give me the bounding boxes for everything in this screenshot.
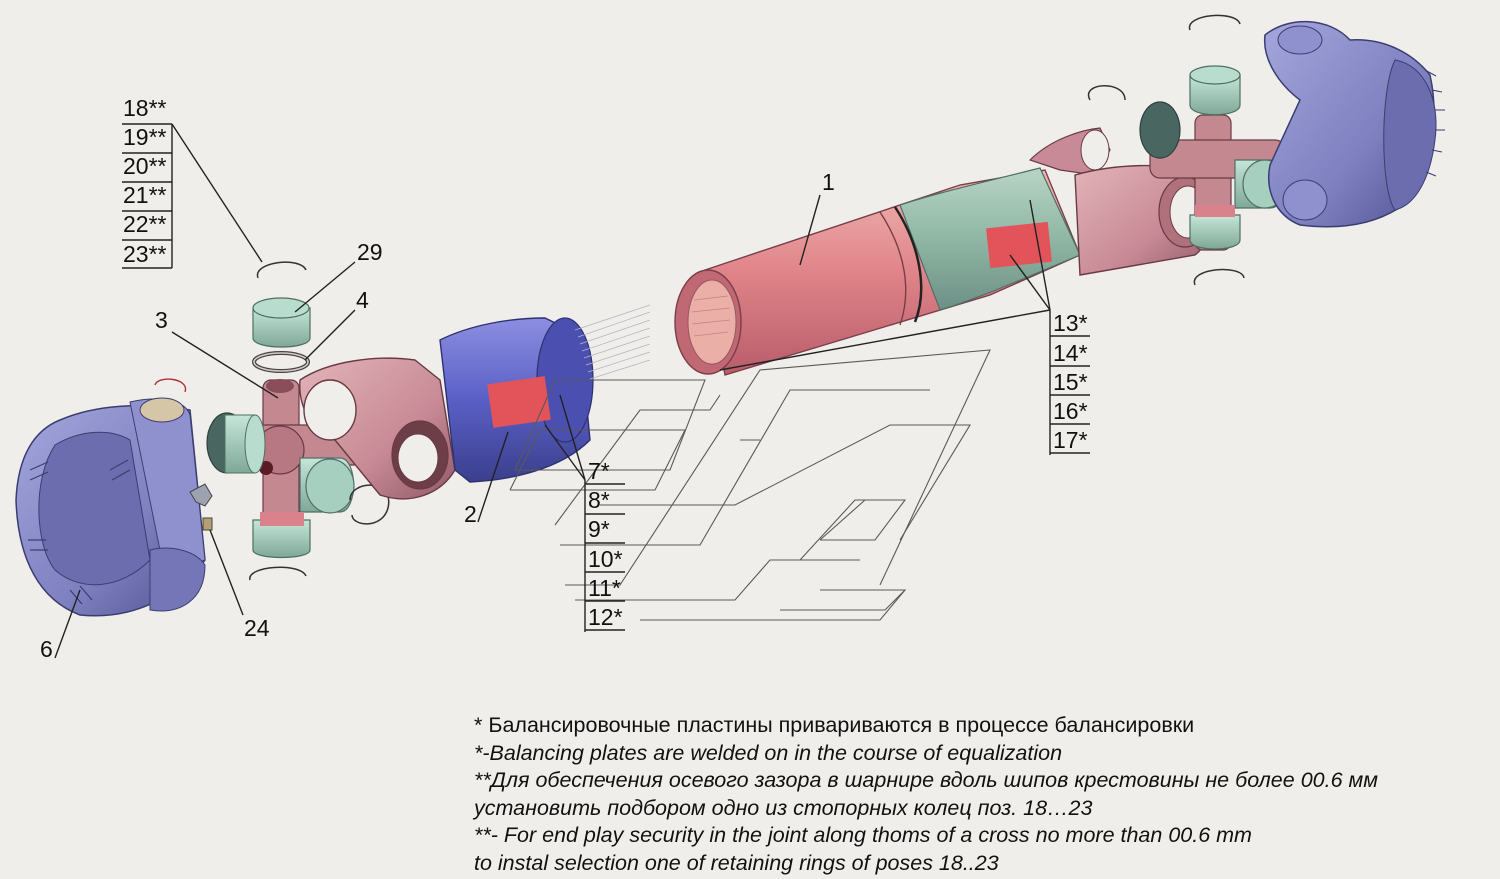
bearing-cap-right	[299, 457, 355, 514]
bearing-cap-bottom	[252, 512, 311, 559]
label-29: 29	[357, 239, 383, 265]
retaining-rings-left	[154, 261, 390, 581]
bearing-cap-29	[252, 297, 311, 348]
note-endplay-en-1: **- For end play security in the joint a…	[474, 823, 1252, 847]
label-plate: 15*	[1053, 369, 1088, 395]
left-flange-yoke	[15, 397, 206, 617]
right-flange-yoke	[1264, 20, 1445, 228]
spline-shaft	[574, 304, 651, 380]
sleeve-yoke	[299, 357, 456, 500]
note-endplay-ru-1: **Для обеспечения осевого зазора в шарни…	[474, 768, 1378, 792]
label-4: 4	[356, 287, 369, 313]
note-balancing-en: *-Balancing plates are welded on in the …	[474, 740, 1063, 765]
splined-sleeve-blue	[439, 317, 594, 483]
seal-ring-4	[252, 351, 310, 373]
label-ring: 22**	[123, 211, 167, 237]
label-1: 1	[822, 169, 835, 195]
leader-lines	[54, 123, 1090, 659]
note-endplay-ru-2: установить подбором одно из стопорных ко…	[474, 795, 1093, 820]
label-ring: 23**	[123, 241, 167, 267]
label-plate: 12*	[588, 604, 623, 630]
main-tube	[674, 167, 1081, 376]
note-endplay-en-2: to instal selection one of retaining rin…	[474, 850, 999, 875]
label-ring: 18**	[123, 95, 167, 121]
label-plate: 13*	[1053, 310, 1088, 336]
label-ring: 21**	[123, 182, 167, 208]
right-cross-spider	[1139, 65, 1288, 251]
bearing-cap-left	[206, 412, 266, 474]
label-ring: 19**	[123, 124, 167, 150]
label-plate: 16*	[1053, 398, 1088, 424]
footnotes: * Балансировочные пластины привариваются…	[474, 712, 1500, 877]
label-plate: 7*	[588, 458, 610, 484]
grease-fitting-24	[189, 483, 213, 531]
label-2: 2	[464, 501, 477, 527]
balancing-plate-outlines	[509, 349, 991, 621]
label-ring: 20**	[123, 153, 167, 179]
label-3: 3	[155, 307, 168, 333]
label-plate: 8*	[588, 487, 610, 513]
label-24: 24	[244, 615, 270, 641]
note-balancing-ru: * Балансировочные пластины привариваются…	[474, 713, 1195, 737]
label-plate: 14*	[1053, 340, 1088, 366]
label-6: 6	[40, 636, 53, 662]
label-plate: 9*	[588, 516, 610, 542]
label-plate: 17*	[1053, 427, 1088, 453]
label-plate: 10*	[588, 546, 623, 572]
label-plate: 11*	[588, 575, 621, 601]
position-labels: 1 2 3 4 6 24 29 18** 19** 20** 21** 22**…	[40, 95, 1088, 662]
